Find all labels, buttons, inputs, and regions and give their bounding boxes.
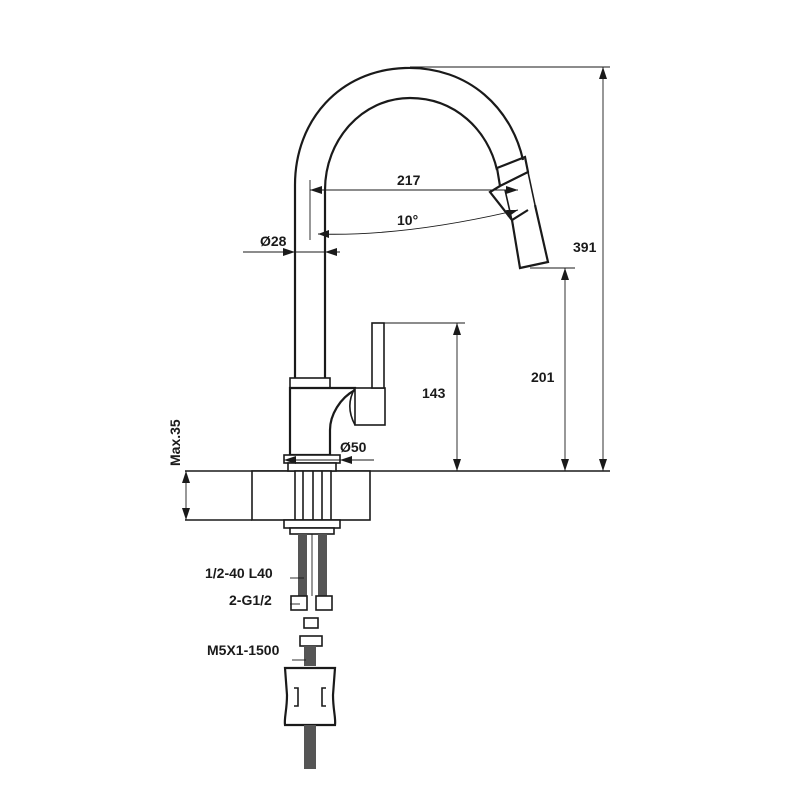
shank-assembly	[283, 470, 341, 769]
thread-callout: 1/2-40 L40	[205, 565, 273, 581]
tube-diameter-label: Ø28	[260, 233, 287, 249]
countertop	[185, 470, 610, 521]
hose-callout: M5X1-1500	[207, 642, 280, 658]
faucet-body	[283, 66, 550, 472]
max-thickness-label: Max.35	[167, 419, 183, 466]
total-height-label: 391	[573, 239, 597, 255]
reach-label: 217	[397, 172, 421, 188]
dimension-lines	[182, 66, 610, 661]
base-diameter-label: Ø50	[340, 439, 367, 455]
connection-callout: 2-G1/2	[229, 592, 272, 608]
spout-height-label: 201	[531, 369, 555, 385]
lever-height-label: 143	[422, 385, 446, 401]
angle-label: 10°	[397, 212, 418, 228]
